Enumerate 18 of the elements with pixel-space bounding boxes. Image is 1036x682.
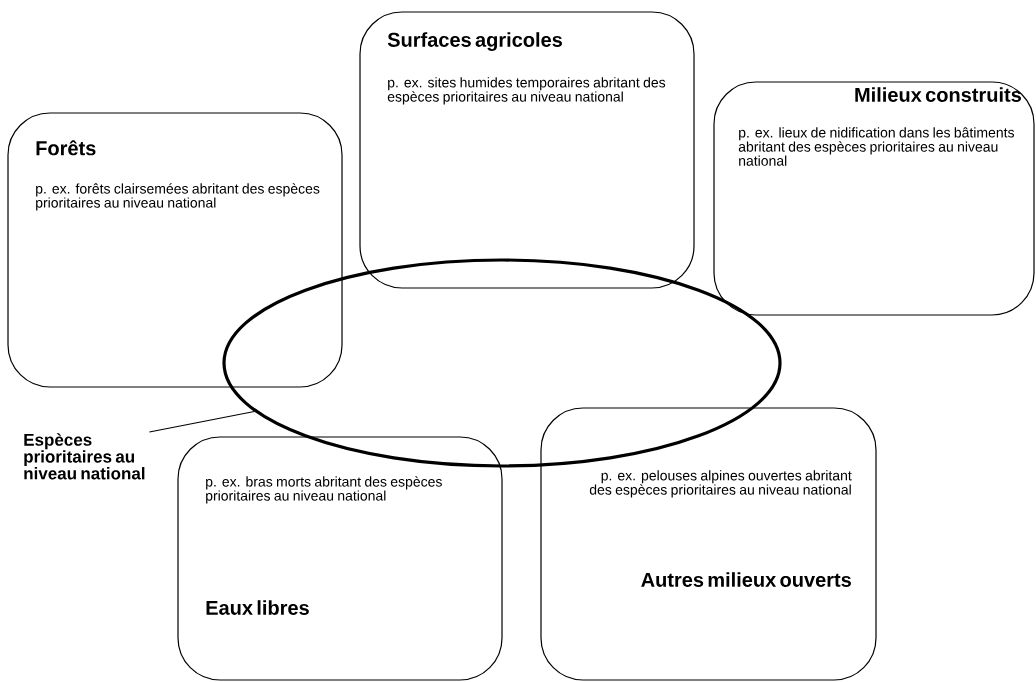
box-heading: Forêts <box>36 140 96 156</box>
box-heading: Autres milieux ouverts <box>641 572 851 587</box>
box-description: p. ex. bras morts abritant des espèces prioritaires au niveau national <box>206 476 442 504</box>
habitat-box <box>177 436 503 681</box>
habitat-box <box>359 11 695 289</box>
box-heading: Eaux libres <box>206 600 309 615</box>
box-description: p. ex. pelouses alpines ouvertes abritant des espèces prioritaires au niveau national <box>589 470 852 498</box>
habitat-box <box>713 81 1035 316</box>
ellipse <box>222 258 782 468</box>
box-heading: Milieux construits <box>855 87 1021 102</box>
habitat-box <box>7 112 343 388</box>
box-description: p. ex. lieux de nidification dans les bâtiments abritant des espèces prioritaires au niveau national <box>738 127 1015 166</box>
leader-line <box>148 410 255 433</box>
box-description: p. ex. forêts clairsemées abritant des espèces prioritaires au niveau national <box>36 183 320 211</box>
box-heading: Surfaces agricoles <box>387 32 562 51</box>
habitat-box <box>540 407 877 681</box>
box-description: p. ex. sites humides temporaires abritant des espèces prioritaires au niveau national <box>387 77 666 105</box>
callout-label: Espèces prioritaires au niveau national <box>24 433 145 480</box>
